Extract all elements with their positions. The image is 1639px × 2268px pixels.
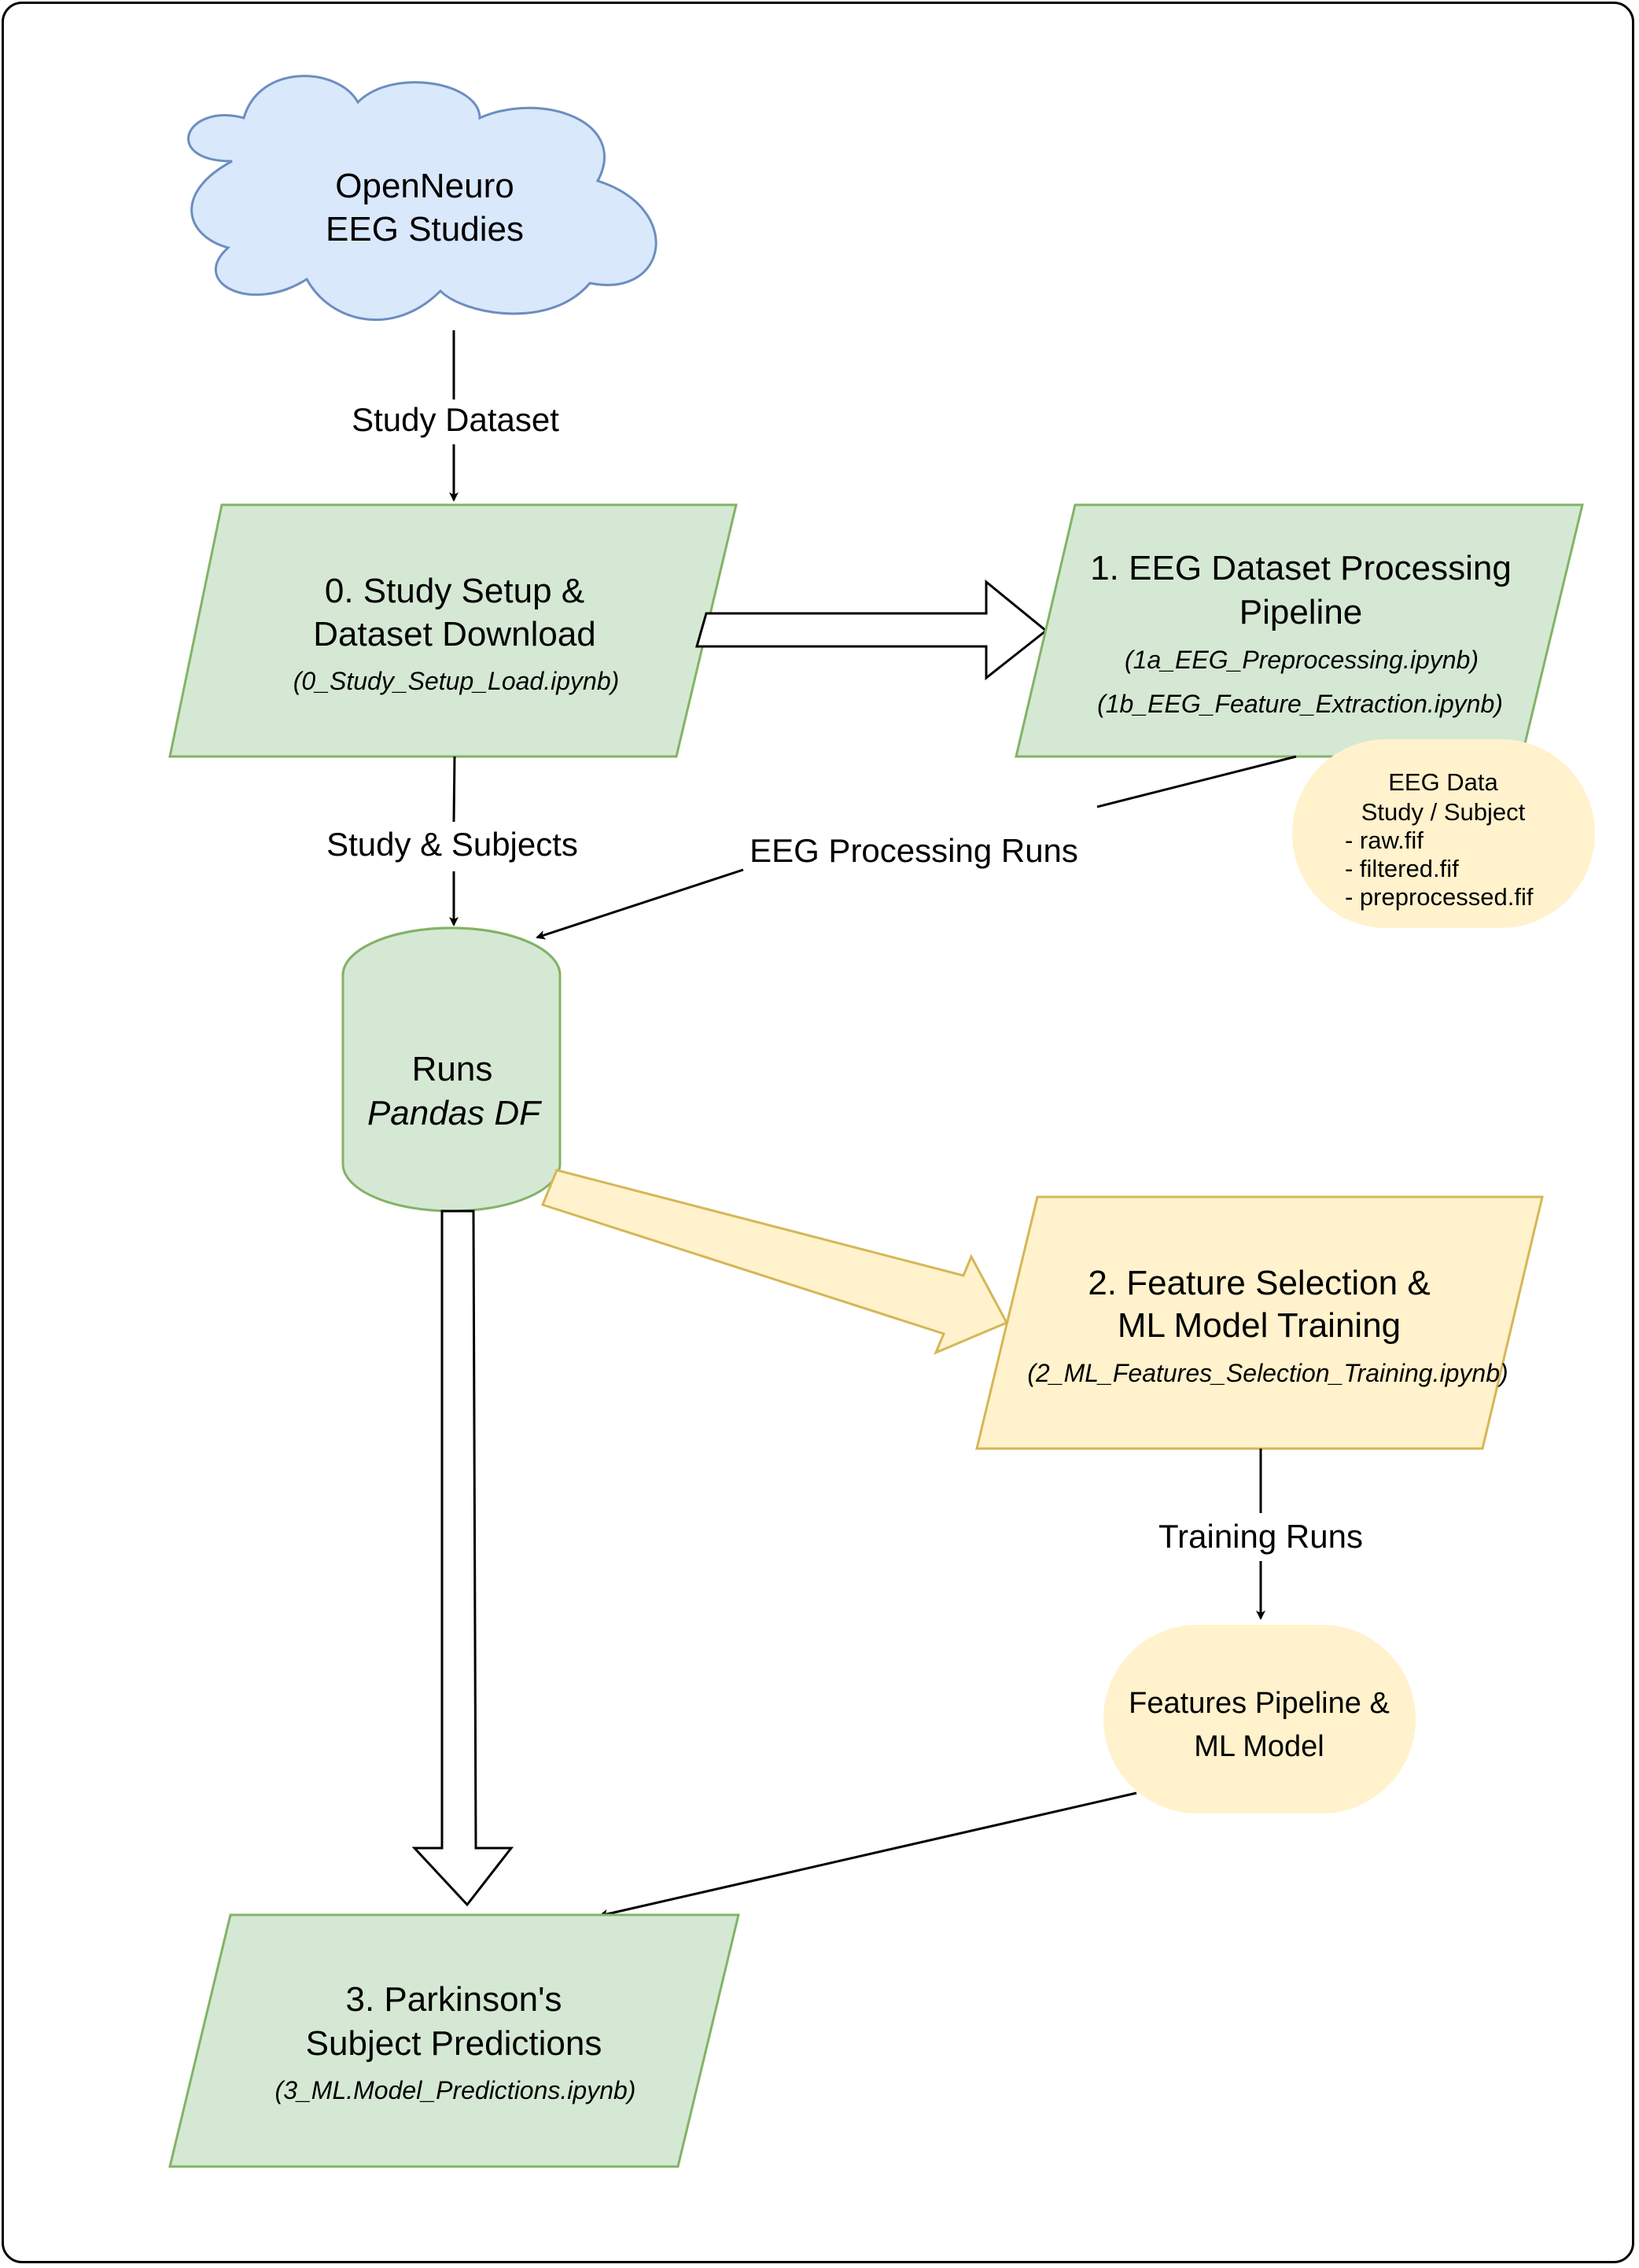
- node-eeg-data: EEG Data Study / Subject - raw.fif - fil…: [1292, 739, 1595, 928]
- eeg-data-line-1: EEG Data: [1388, 768, 1498, 796]
- edge-label-study-subjects: Study & Subjects: [326, 826, 578, 863]
- runs-subtitle: Pandas DF: [367, 1094, 542, 1132]
- edge-study-dataset: Study Dataset: [352, 330, 559, 502]
- edge-line-setup-runs: [452, 756, 456, 823]
- setup-parallelogram: [168, 503, 738, 758]
- runs-cylinder-top: [341, 926, 562, 976]
- eeg-data-line-5: - preprocessed.fif: [1345, 883, 1534, 911]
- block-arrow-setup-to-pipeline: [695, 579, 1048, 681]
- training-parallelogram: [975, 1195, 1544, 1450]
- model-label-line-2: ML Model: [1194, 1730, 1324, 1763]
- edge-line-pipeline-runs-lower: [536, 868, 744, 940]
- edge-line-pipeline-runs-upper: [1096, 755, 1297, 808]
- block-arrow-runs-to-predictions: [411, 1209, 514, 1907]
- setup-notebook-name: (0_Study_Setup_Load.ipynb): [293, 667, 620, 695]
- block-arrow-runs-to-training: [540, 1169, 1009, 1355]
- cloud-shape: [187, 75, 657, 322]
- eeg-data-line-3: - raw.fif: [1345, 827, 1424, 854]
- model-label-line-1: Features Pipeline &: [1129, 1687, 1390, 1720]
- node-processing-pipeline: 1. EEG Dataset Processing Pipeline (1a_E…: [1015, 503, 1584, 758]
- edge-label-training-runs: Training Runs: [1158, 1518, 1363, 1555]
- node-runs-dataframe: Runs Pandas DF: [341, 926, 562, 1213]
- runs-title: Runs: [412, 1050, 493, 1088]
- edge-model-to-predictions: [599, 1791, 1137, 1919]
- eeg-data-line-2: Study / Subject: [1361, 798, 1526, 826]
- edge-eeg-processing-runs: EEG Processing Runs: [536, 755, 1297, 940]
- predictions-parallelogram: [168, 1913, 740, 2168]
- training-notebook-name: (2_ML_Features_Selection_Training.ipynb): [1027, 1359, 1508, 1387]
- predictions-title-line-1: 3. Parkinson's: [346, 1980, 562, 2019]
- training-title-line-1: 2. Feature Selection &: [1088, 1264, 1430, 1302]
- training-title-line-2: ML Model Training: [1118, 1306, 1401, 1345]
- node-model-training: 2. Feature Selection & ML Model Training…: [975, 1195, 1544, 1450]
- node-features-pipeline-model: Features Pipeline & ML Model: [1103, 1625, 1416, 1813]
- model-oval: [1103, 1625, 1416, 1813]
- setup-title-line-1: 0. Study Setup &: [325, 572, 584, 610]
- node-subject-predictions: 3. Parkinson's Subject Predictions (3_ML…: [168, 1913, 740, 2168]
- eeg-data-line-4: - filtered.fif: [1345, 855, 1459, 882]
- predictions-notebook-name: (3_ML.Model_Predictions.ipynb): [275, 2076, 636, 2104]
- setup-title-line-2: Dataset Download: [313, 615, 596, 654]
- eeg-data-oval: [1292, 739, 1595, 928]
- cloud-label-line-1: OpenNeuro: [335, 167, 514, 205]
- node-study-setup: 0. Study Setup & Dataset Download (0_Stu…: [168, 503, 738, 758]
- openneuro-cloud: OpenNeuro EEG Studies: [187, 75, 657, 322]
- pipeline-notebook-2: (1b_EEG_Feature_Extraction.ipynb): [1097, 690, 1503, 718]
- edge-training-runs: Training Runs: [1158, 1449, 1363, 1620]
- pipeline-title-line-2: Pipeline: [1239, 593, 1363, 631]
- pipeline-title-line-1: 1. EEG Dataset Processing: [1090, 549, 1512, 587]
- edge-label-study-dataset: Study Dataset: [352, 401, 559, 438]
- edge-label-eeg-processing-runs: EEG Processing Runs: [750, 832, 1078, 869]
- predictions-title-line-2: Subject Predictions: [306, 2024, 602, 2063]
- pipeline-notebook-1: (1a_EEG_Preprocessing.ipynb): [1125, 646, 1479, 674]
- cloud-label-line-2: EEG Studies: [326, 210, 524, 249]
- edge-study-subjects: Study & Subjects: [326, 756, 578, 926]
